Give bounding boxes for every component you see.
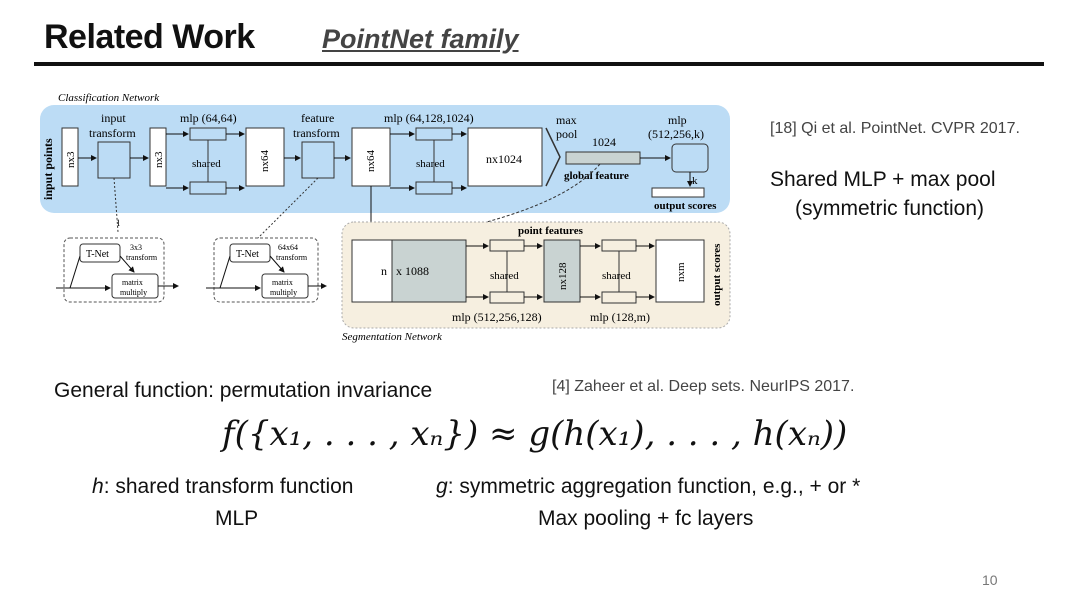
matrix-label-a1: matrix [122,278,143,287]
mlp2-top-node [415,127,453,141]
feature-transform-label-2: transform [293,126,340,140]
nx64-label-a: nx64 [259,150,271,173]
classification-network-label: Classification Network [58,92,160,104]
h-description: h: shared transform function [92,475,353,499]
nx128-label: nx128 [557,262,569,290]
mlp2-bottom-node [415,181,453,195]
tnet-3x3-block [79,243,121,263]
seg-mlp1-top-node [489,239,525,252]
mlp3-label-2: (512,256,k) [648,127,704,141]
seg-output-scores-label: output scores [711,243,723,306]
note-shared-mlp: Shared MLP + max pool [770,168,996,191]
g-variable: g [436,475,448,498]
point-features-label: point features [518,225,584,237]
t64-label-2: transform [276,253,308,262]
input-transform-block [97,141,131,179]
nxm-label: nxm [675,262,687,282]
page-title: Related Work [44,18,255,56]
mlp-seg2-label: mlp (128,m) [590,310,650,324]
global-feature-bar [565,151,641,165]
x1088-label: x 1088 [396,264,429,278]
h-mlp-label: MLP [215,507,259,530]
global-feature-label: global feature [564,170,629,182]
t64-label-1: 64x64 [278,243,298,252]
nx64-label-b: nx64 [365,150,377,173]
x1088-block [391,239,467,303]
note-symmetric-function: (symmetric function) [795,197,985,220]
k-label: k [692,175,698,187]
nx3-label-a: nx3 [65,151,77,168]
input-points-label: input points [41,138,55,200]
max-pool-label-1: max [556,113,577,127]
tnet-64x64-block [229,243,271,263]
h-description-text: : shared transform function [103,475,354,498]
t3-label-1: 3x3 [130,243,142,252]
output-scores-label: output scores [654,200,717,212]
reference-pointnet: [18] Qi et al. PointNet. CVPR 2017. [770,120,1020,137]
output-scores-bar [651,187,705,198]
nx128-block [543,239,581,303]
mlp1-label: mlp (64,64) [180,111,237,125]
nx1024-block [467,127,543,187]
one-label: 1 [116,218,121,228]
matrix-label-a2: multiply [120,288,147,297]
max-pool-chevron [545,127,561,187]
mlp1-shared-label: shared [192,158,221,170]
mlp-seg1-label: mlp (512,256,128) [452,310,542,324]
feature-transform-block [301,141,335,179]
mlp1-top-node [189,127,227,141]
h-variable: h [92,475,104,498]
tnet-64x64-label: T-Net [236,249,259,260]
nx64-block-a [245,127,285,187]
reference-deep-sets: [4] Zaheer et al. Deep sets. NeurIPS 201… [552,378,855,395]
nx3-label-b: nx3 [153,151,165,168]
nxm-block [655,239,705,303]
seg-mlp1-shared-label: shared [490,270,519,282]
max-pool-label-2: pool [556,127,578,141]
mlp2-shared-label: shared [416,158,445,170]
tnet-64x64-frame [213,237,319,303]
nx1024-label: nx1024 [486,152,522,166]
g-description: g: symmetric aggregation function, e.g.,… [436,475,860,499]
g-description-text: : symmetric aggregation function, e.g., … [447,475,861,498]
feature-transform-label-1: feature [301,111,334,125]
tnet-3x3-label: T-Net [86,249,109,260]
matrix-label-b2: multiply [270,288,297,297]
mlp2-label: mlp (64,128,1024) [384,111,474,125]
mlp3-label-1: mlp [668,113,687,127]
formula: f({x₁, . . . , xₙ}) ≈ g(h(x₁), . . . , h… [222,414,848,454]
nx3-block-b [149,127,167,187]
pointnet-diagram: Classification Network input points nx3 … [40,92,731,343]
input-transform-label-1: input [101,111,126,125]
seg-mlp2-top-node [601,239,637,252]
size-1024-label: 1024 [592,135,616,149]
seg-mlp1-bottom-node [489,291,525,304]
nx3-block-a [61,127,79,187]
title-rule [34,62,1044,66]
tnet-3x3-frame [63,237,165,303]
t3-label-2: transform [126,253,158,262]
matrix-label-b1: matrix [272,278,293,287]
g-maxpool-label: Max pooling + fc layers [538,507,754,530]
segmentation-network-label: Segmentation Network [342,331,443,343]
n-block [351,239,393,303]
general-function-text: General function: permutation invariance [54,379,433,402]
input-transform-label-2: transform [89,126,136,140]
mlp3-block [671,143,709,173]
seg-mlp2-bottom-node [601,291,637,304]
page-number: 10 [982,572,998,588]
mlp1-bottom-node [189,181,227,195]
page-subtitle: PointNet family [322,24,519,54]
nx64-block-b [351,127,391,187]
n-label: n [381,264,387,278]
seg-mlp2-shared-label: shared [602,270,631,282]
